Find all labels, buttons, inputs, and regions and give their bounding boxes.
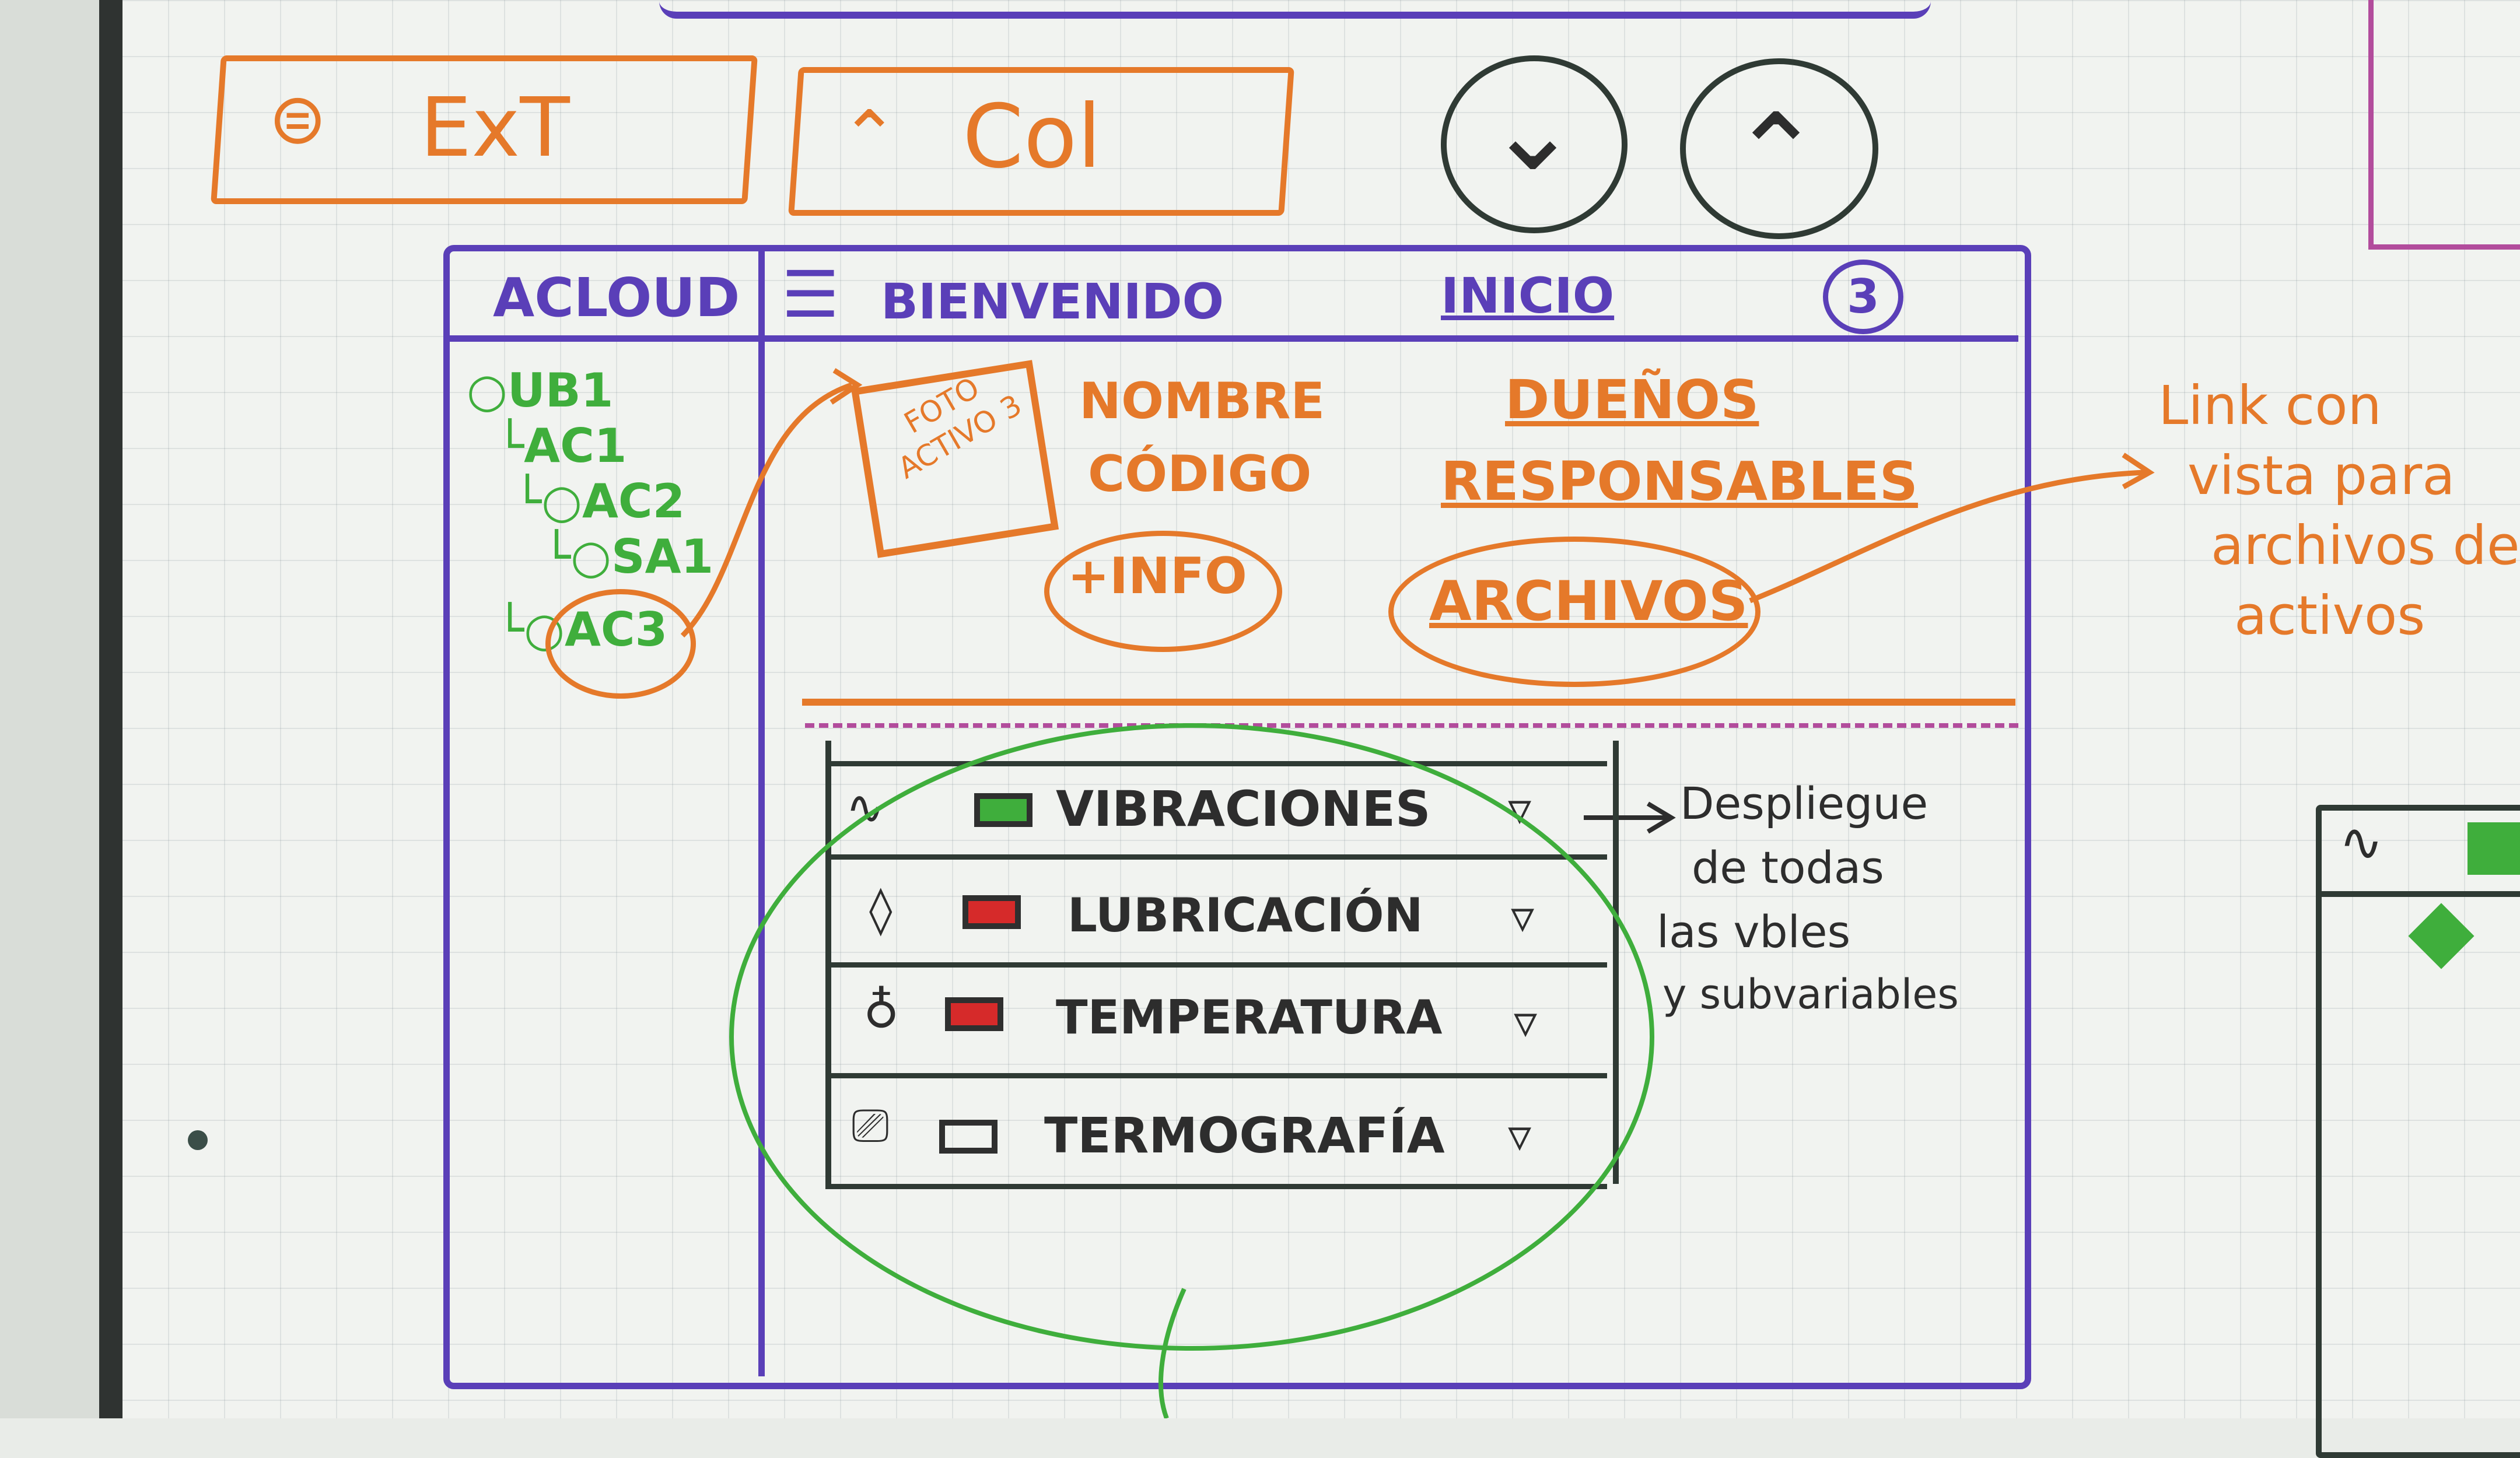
expand-note-arrowhead bbox=[1646, 801, 1676, 834]
files-note-line-2: vista para bbox=[2188, 444, 2455, 507]
tree-to-asset-arrowhead bbox=[830, 368, 863, 405]
expand-note-line-1: Despliegue bbox=[1680, 777, 1929, 829]
section-divider bbox=[802, 699, 2015, 706]
files-note-line-3: archivos de bbox=[2211, 514, 2520, 577]
files-note-arrowhead bbox=[2122, 453, 2155, 489]
tree-to-asset-arrow bbox=[680, 382, 853, 638]
ext-button-label: ExT bbox=[420, 80, 570, 176]
asset-name-label: NOMBRE bbox=[1079, 372, 1325, 430]
sidebar bbox=[443, 245, 765, 1376]
tree-item-sa1[interactable]: └○SA1 bbox=[542, 530, 714, 584]
files-note-line-4: activos bbox=[2234, 584, 2426, 647]
app-window bbox=[443, 245, 2031, 1389]
col-button-label: Col bbox=[963, 86, 1102, 188]
expand-note-line-4: y subvariables bbox=[1662, 970, 1959, 1018]
tree-item-ub1[interactable]: ○UB1 bbox=[467, 363, 614, 418]
dashed-divider bbox=[805, 723, 2018, 728]
responsibles-link[interactable]: RESPONSABLES bbox=[1441, 450, 1918, 513]
wave-circle-icon: ⊜ bbox=[268, 79, 327, 160]
right-sketch-panel bbox=[2316, 805, 2520, 1458]
sidebar-title: ACLOUD bbox=[493, 267, 740, 329]
files-button[interactable] bbox=[1388, 537, 1760, 687]
tree-item-ac2[interactable]: └○AC2 bbox=[513, 474, 685, 528]
green-selection-loop bbox=[729, 723, 1654, 1351]
double-chevron-up-icon: ⌃ bbox=[1730, 90, 1823, 219]
board-frame-wall bbox=[0, 0, 99, 1418]
board-frame-edge bbox=[99, 0, 123, 1418]
more-info-button[interactable] bbox=[1044, 531, 1282, 652]
whiteboard bbox=[0, 0, 2520, 1418]
scroll-down-button[interactable] bbox=[1441, 55, 1628, 233]
asset-code-label: CÓDIGO bbox=[1088, 445, 1312, 503]
board-frame-bolt bbox=[188, 1130, 208, 1150]
owners-link[interactable]: DUEÑOS bbox=[1505, 369, 1759, 431]
pulse-icon: ∿ bbox=[2339, 812, 2384, 873]
expand-note-line-3: las vbles bbox=[1657, 906, 1851, 958]
purple-sketch-top bbox=[659, 0, 1931, 19]
menu-icon[interactable]: ☰ bbox=[782, 257, 839, 332]
home-link[interactable]: INICIO bbox=[1441, 267, 1615, 324]
pink-sketch-box bbox=[2368, 0, 2520, 250]
header-divider bbox=[443, 335, 2018, 342]
more-info-label: +INFO bbox=[1068, 547, 1247, 605]
page-title: BIENVENIDO bbox=[881, 273, 1224, 330]
expand-note-line-2: de todas bbox=[1692, 842, 1884, 893]
files-button-label: ARCHIVOS bbox=[1429, 570, 1748, 633]
files-note-line-1: Link con bbox=[2158, 374, 2382, 437]
double-chevron-down-icon: ⌄ bbox=[1486, 66, 1580, 195]
status-indicator bbox=[2468, 822, 2520, 875]
selected-tree-item-highlight bbox=[545, 589, 696, 699]
notification-badge[interactable]: 3 bbox=[1823, 260, 1903, 334]
chevron-up-circle-icon: ⌃ bbox=[840, 96, 899, 177]
scroll-up-button[interactable] bbox=[1680, 58, 1878, 239]
right-sketch-divider bbox=[2316, 891, 2520, 897]
tree-item-ac1[interactable]: └AC1 bbox=[496, 419, 627, 473]
files-note-arrow bbox=[1749, 469, 2147, 604]
